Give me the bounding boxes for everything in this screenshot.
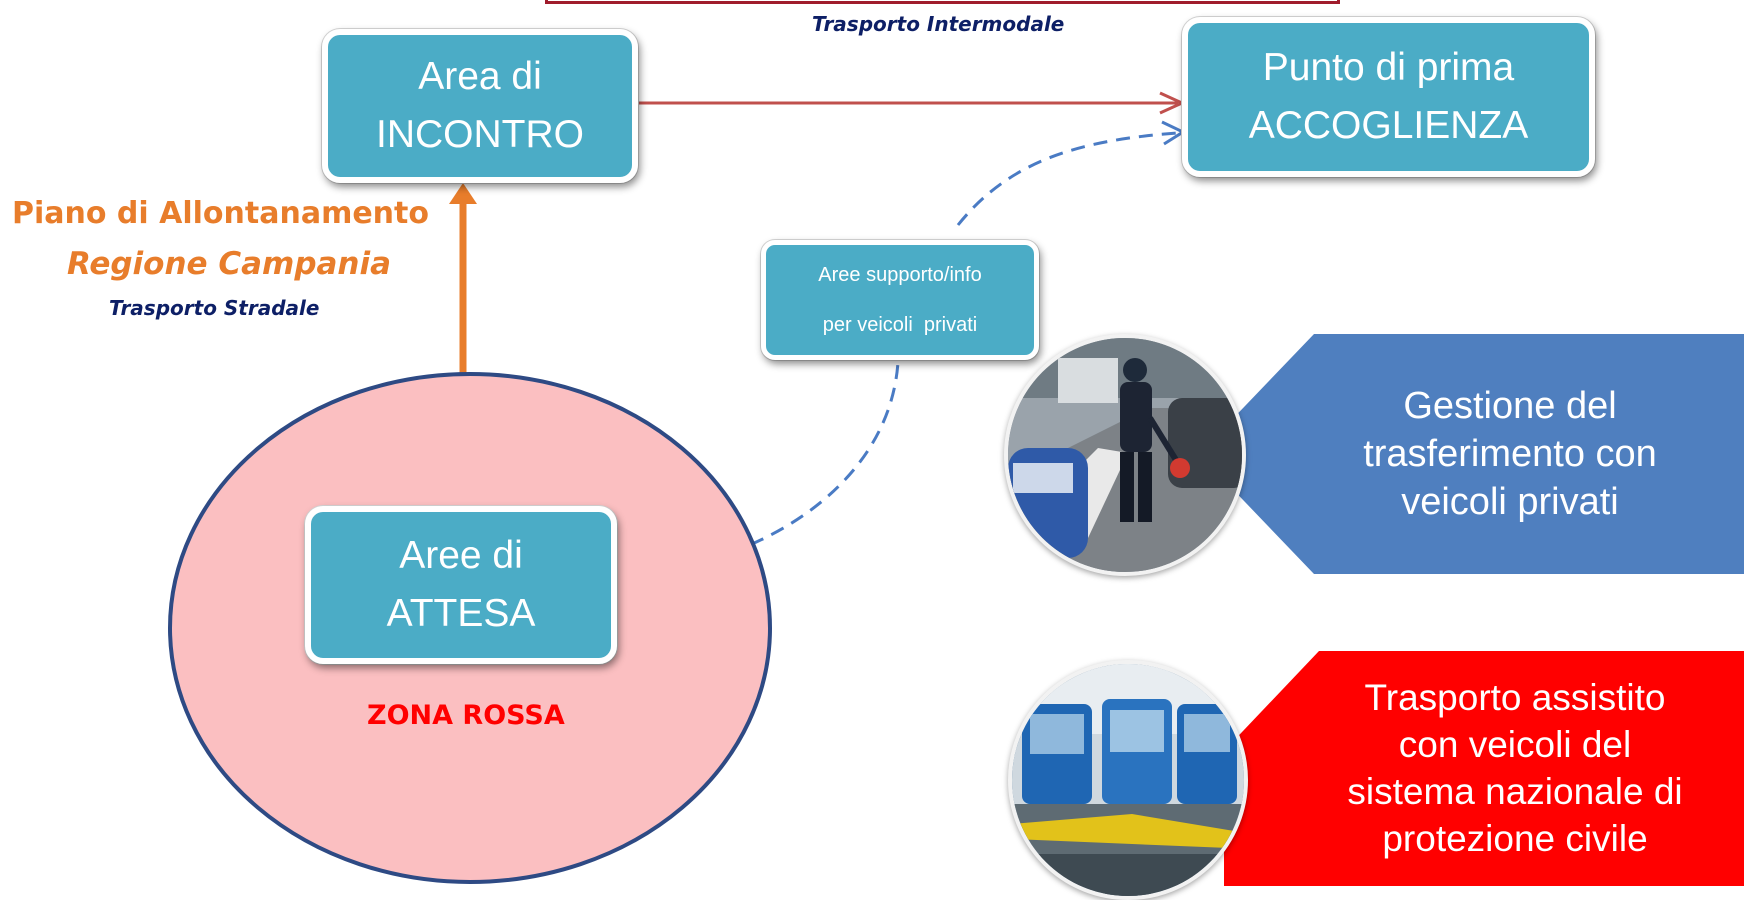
gestione-panel-text: Gestione del trasferimento con veicoli p… <box>1310 374 1710 534</box>
piano-region: Regione Campania <box>67 246 392 282</box>
aree-attesa-line1: Aree di <box>399 534 523 577</box>
dashed-supporto-to-accoglienza <box>956 131 1179 226</box>
piano-transport: Trasporto Stradale <box>109 296 320 320</box>
aree-supporto-line2: per veicoli privati <box>822 314 978 336</box>
aree-attesa-box: Aree di ATTESA <box>305 506 617 664</box>
area-incontro-box: Area di INCONTRO <box>322 29 638 183</box>
buses-image <box>1012 664 1244 896</box>
aree-supporto-line1: Aree supporto/info <box>818 264 982 286</box>
gestione-panel-shape <box>1199 334 1744 574</box>
aree-attesa-line2: ATTESA <box>386 592 536 635</box>
trasporto-panel-shape <box>1224 651 1744 886</box>
punto-accoglienza-line1: Punto di prima <box>1262 46 1515 89</box>
dashed-attesa-to-supporto <box>616 361 900 579</box>
top-banner-edge <box>545 0 1340 4</box>
piano-title: Piano di Allontanamento <box>12 196 429 231</box>
gestione-line3: veicoli privati <box>1401 481 1619 523</box>
punto-accoglienza-line2: ACCOGLIENZA <box>1248 104 1529 147</box>
trasporto-line3: sistema nazionale di <box>1347 770 1683 812</box>
gestione-line2: trasferimento con <box>1363 433 1657 475</box>
traffic-police-photo <box>1004 334 1246 576</box>
area-incontro-line2: INCONTRO <box>376 113 584 156</box>
trasporto-line4: protezione civile <box>1382 817 1648 859</box>
zona-rossa-label: ZONA ROSSA <box>367 700 565 731</box>
aree-supporto-box: Aree supporto/info per veicoli privati <box>761 240 1039 360</box>
punto-accoglienza-box: Punto di prima ACCOGLIENZA <box>1182 17 1595 177</box>
area-incontro-line1: Area di <box>418 55 542 98</box>
top-caption: Trasporto Intermodale <box>812 12 1065 36</box>
traffic-police-image <box>1008 338 1242 572</box>
gestione-line1: Gestione del <box>1403 385 1617 427</box>
trasporto-panel-text: Trasporto assistito con veicoli del sist… <box>1300 665 1730 870</box>
arrow-head-orange <box>449 183 477 204</box>
buses-photo <box>1008 660 1248 900</box>
trasporto-line1: Trasporto assistito <box>1364 676 1666 718</box>
trasporto-line2: con veicoli del <box>1398 723 1632 765</box>
